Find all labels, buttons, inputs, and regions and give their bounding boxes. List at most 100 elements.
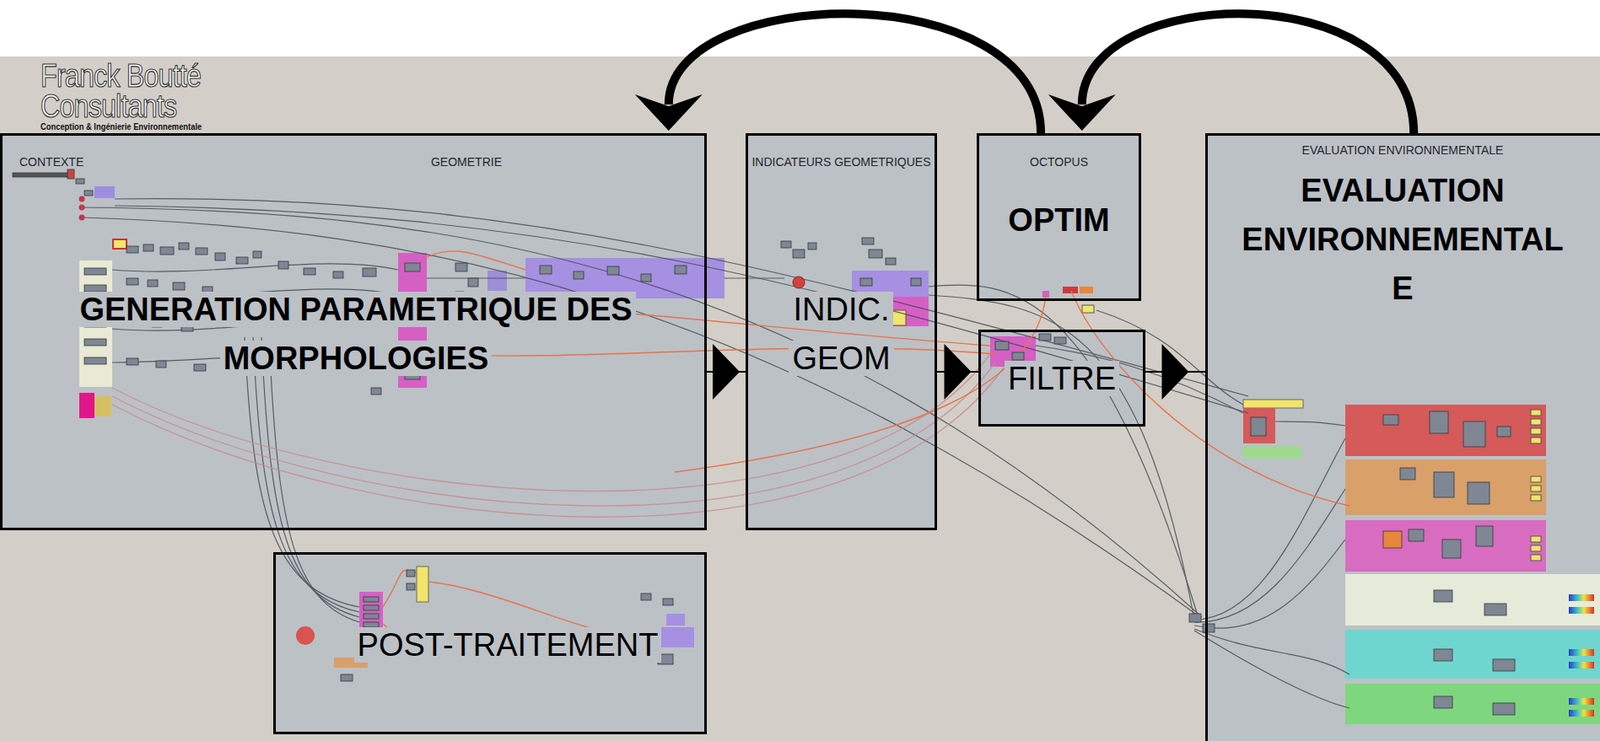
comp xyxy=(674,265,687,275)
wire xyxy=(112,263,399,272)
wire xyxy=(724,277,785,279)
swatch xyxy=(1530,485,1541,492)
param xyxy=(1243,399,1304,409)
group-panel xyxy=(1243,446,1302,459)
comp xyxy=(84,268,107,275)
wire xyxy=(253,337,360,613)
comp xyxy=(126,358,139,366)
swatch xyxy=(1530,437,1541,444)
stage-box: EVALUATION ENVIRONNEMENTALEEVALUATION EN… xyxy=(1205,133,1600,741)
wire xyxy=(81,207,1202,618)
comp xyxy=(781,241,792,248)
wires-pink xyxy=(112,354,1004,518)
wire xyxy=(1071,290,1350,507)
param xyxy=(1079,286,1094,294)
comp xyxy=(333,271,344,279)
comp xyxy=(1189,614,1202,623)
comp xyxy=(172,282,185,291)
gradient xyxy=(1568,698,1595,706)
flow-arrow xyxy=(1145,344,1206,400)
swatch xyxy=(1530,554,1541,561)
dot xyxy=(79,196,86,203)
stage-title: POST-TRAITEMENT xyxy=(354,627,663,663)
result-swatches xyxy=(1530,409,1595,717)
wire xyxy=(426,251,526,270)
group-panel xyxy=(1345,630,1600,679)
comp xyxy=(160,247,174,255)
comp xyxy=(363,597,379,603)
comp xyxy=(84,357,107,365)
flow-arrow xyxy=(937,344,979,400)
comp xyxy=(1400,468,1416,480)
stage-box: CONTEXTEGEOMETRIEGENERATION PARAMETRIQUE… xyxy=(0,133,707,531)
text-holder: EVALUATION ENVIRONNEMENTAL E xyxy=(1225,166,1580,313)
group-panel xyxy=(79,393,95,419)
stage-title: GENERATION PARAMETRIQUE DES MORPHOLOGIES xyxy=(75,291,636,377)
group-panel xyxy=(666,614,685,626)
swatch xyxy=(1530,545,1541,552)
group-panel xyxy=(94,396,112,417)
comp xyxy=(792,249,805,259)
logo-subtitle: Conception & Ingénierie Environnementale xyxy=(40,121,202,133)
panel-header: GEOMETRIE xyxy=(427,155,506,169)
group-panel xyxy=(1345,684,1600,725)
arrow-head xyxy=(635,94,703,131)
panel xyxy=(976,133,1142,302)
comp xyxy=(468,278,479,287)
comp xyxy=(147,280,158,287)
wire xyxy=(1194,630,1350,709)
panel xyxy=(0,133,707,531)
text-holder: INDIC. GEOM xyxy=(775,285,907,383)
comp xyxy=(1250,417,1266,437)
panel xyxy=(273,552,707,735)
wire xyxy=(1194,489,1346,623)
comp xyxy=(455,263,468,272)
panel-header: INDICATEURS GEOMETRIQUES xyxy=(748,155,934,169)
comp xyxy=(363,605,379,611)
comp xyxy=(1442,539,1461,559)
dot xyxy=(792,276,805,289)
comp xyxy=(303,268,316,275)
comp xyxy=(362,268,377,277)
comp xyxy=(1433,649,1453,662)
stage-box: POST-TRAITEMENT xyxy=(273,552,707,735)
text-holder: OCTOPUS xyxy=(979,154,1139,170)
comp xyxy=(195,247,208,255)
gradient xyxy=(1568,710,1595,717)
comp xyxy=(84,339,107,346)
comp xyxy=(1433,472,1455,498)
logo-text: Consultants xyxy=(40,91,202,122)
comp xyxy=(84,190,93,196)
comp xyxy=(1408,529,1424,542)
comp xyxy=(1492,659,1515,672)
comp xyxy=(573,271,584,280)
swatch xyxy=(1530,495,1541,502)
comp xyxy=(75,178,85,184)
stage-title: FILTRE xyxy=(1004,360,1120,397)
comp xyxy=(406,570,415,577)
comp xyxy=(1476,526,1493,547)
stage-box: FILTRE xyxy=(978,329,1146,427)
comp xyxy=(1463,421,1486,448)
comp xyxy=(860,278,873,286)
gradient xyxy=(1568,649,1595,657)
comp xyxy=(404,263,421,272)
param xyxy=(113,239,127,249)
curved-arrow xyxy=(668,13,1041,134)
text-holder: GENERATION PARAMETRIQUE DES MORPHOLOGIES xyxy=(27,285,685,383)
group-panel xyxy=(94,186,115,199)
group-panel xyxy=(359,592,383,631)
wire xyxy=(382,570,417,608)
logo-text: Franck Boutté xyxy=(40,60,202,92)
comp xyxy=(910,278,922,286)
group-panel xyxy=(1345,520,1547,572)
wire xyxy=(1194,629,1350,675)
swatch xyxy=(1530,428,1541,435)
gradient xyxy=(1568,662,1595,669)
flow-arrow xyxy=(1048,13,1414,134)
comp xyxy=(885,258,896,265)
comp xyxy=(868,249,883,259)
gradient xyxy=(1568,607,1595,615)
swatch xyxy=(1530,476,1541,483)
text-holder: OPTIM xyxy=(979,195,1139,245)
